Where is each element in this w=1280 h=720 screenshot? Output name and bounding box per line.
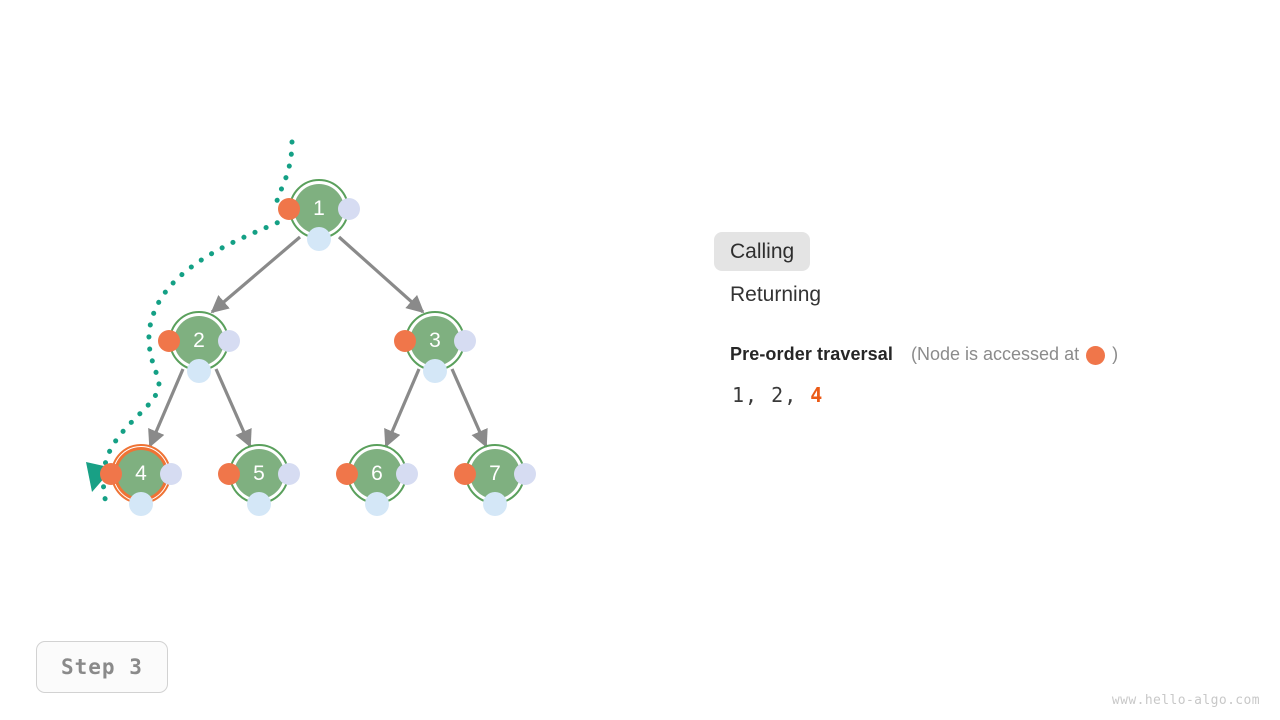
watermark: www.hello-algo.com bbox=[1111, 693, 1260, 708]
node-label: 3 bbox=[429, 329, 441, 352]
node-label: 2 bbox=[193, 329, 205, 352]
node-label: 4 bbox=[135, 462, 147, 485]
node-port-right-icon bbox=[160, 463, 182, 485]
node-port-left-icon bbox=[454, 463, 476, 485]
node-label: 5 bbox=[253, 462, 265, 485]
node-port-left-icon bbox=[218, 463, 240, 485]
node-port-left-icon bbox=[336, 463, 358, 485]
info-panel: Calling Returning Pre-order traversal (N… bbox=[714, 232, 1254, 407]
tree-node-2[interactable]: 2 bbox=[158, 311, 240, 383]
state-label-returning: Returning bbox=[730, 283, 822, 307]
state-calling-row: Calling bbox=[714, 232, 1254, 272]
node-port-right-icon bbox=[514, 463, 536, 485]
state-returning-row: Returning bbox=[714, 275, 1254, 314]
node-port-bottom-icon bbox=[365, 492, 389, 516]
traversal-value-0: 1 bbox=[732, 383, 746, 408]
tree-node-3[interactable]: 3 bbox=[394, 311, 476, 383]
step-badge: Step 3 bbox=[36, 641, 168, 693]
traversal-header: Pre-order traversal (Node is accessed at… bbox=[714, 344, 1254, 366]
node-label: 6 bbox=[371, 462, 383, 485]
node-port-right-icon bbox=[396, 463, 418, 485]
edge-3-7 bbox=[450, 368, 488, 448]
edge-group bbox=[148, 235, 488, 448]
node-port-bottom-icon bbox=[187, 359, 211, 383]
traversal-values: 1, 2, 4 bbox=[714, 383, 1254, 407]
edge-3-6 bbox=[384, 368, 421, 448]
node-port-bottom-icon bbox=[129, 492, 153, 516]
node-port-bottom-icon bbox=[247, 492, 271, 516]
node-port-left-icon bbox=[278, 198, 300, 220]
access-marker-icon bbox=[1086, 346, 1106, 366]
edge-2-4 bbox=[148, 368, 185, 448]
node-port-bottom-icon bbox=[307, 227, 331, 251]
traversal-sep-1: , bbox=[784, 383, 798, 408]
node-port-left-icon bbox=[158, 330, 180, 352]
traversal-note-prefix: (Node is accessed at bbox=[911, 344, 1080, 365]
traversal-value-current: 4 bbox=[810, 383, 824, 408]
node-port-left-icon bbox=[394, 330, 416, 352]
edge-2-5 bbox=[214, 368, 252, 448]
traversal-sep-0: , bbox=[745, 383, 759, 408]
tree-canvas: 1 2 3 4 5 bbox=[0, 0, 700, 600]
node-port-bottom-icon bbox=[483, 492, 507, 516]
node-port-right-icon bbox=[454, 330, 476, 352]
node-label: 1 bbox=[313, 197, 325, 220]
tree-edges-svg bbox=[86, 139, 488, 508]
node-port-right-icon bbox=[338, 198, 360, 220]
tree-node-7[interactable]: 7 bbox=[454, 444, 536, 516]
traversal-value-1: 2 bbox=[771, 383, 785, 408]
edge-1-2 bbox=[210, 235, 302, 314]
node-port-bottom-icon bbox=[423, 359, 447, 383]
node-label: 7 bbox=[489, 462, 501, 485]
tree-node-4[interactable]: 4 bbox=[100, 444, 182, 516]
node-port-right-icon bbox=[278, 463, 300, 485]
tree-node-1[interactable]: 1 bbox=[278, 179, 360, 251]
traversal-note: (Node is accessed at ) bbox=[911, 344, 1119, 366]
traversal-note-suffix: ) bbox=[1112, 344, 1119, 365]
node-port-left-icon bbox=[100, 463, 122, 485]
edge-1-3 bbox=[337, 235, 425, 314]
tree-node-6[interactable]: 6 bbox=[336, 444, 418, 516]
traversal-title: Pre-order traversal bbox=[730, 344, 893, 365]
tree-node-5[interactable]: 5 bbox=[218, 444, 300, 516]
node-port-right-icon bbox=[218, 330, 240, 352]
state-badge-calling: Calling bbox=[714, 232, 811, 272]
